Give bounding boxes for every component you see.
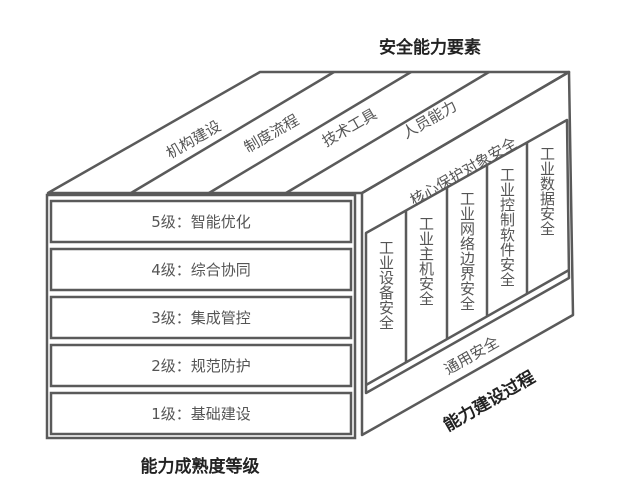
column-control-software-security: 工业控制软件安全 <box>498 167 516 287</box>
level-2-label: 2级：规范防护 <box>151 357 251 375</box>
level-3: 3级：集成管控 <box>49 295 353 340</box>
title-build-process: 能力建设过程 <box>440 367 539 436</box>
level-4: 4级：综合协同 <box>49 247 353 292</box>
column-device-security: 工业设备安全 <box>377 240 395 330</box>
top-divider <box>130 70 335 195</box>
level-5: 5级：智能优化 <box>49 199 353 244</box>
inner-panel <box>364 118 571 395</box>
column-host-security: 工业主机安全 <box>417 216 435 306</box>
level-1-label: 1级：基础建设 <box>151 405 251 423</box>
columns-bottom <box>365 268 570 387</box>
level-1: 1级：基础建设 <box>49 391 353 436</box>
title-security-elements: 安全能力要素 <box>379 37 481 58</box>
level-5-label: 5级：智能优化 <box>151 213 251 231</box>
level-2: 2级：规范防护 <box>49 343 353 388</box>
column-network-boundary-security: 工业网络边界安全 <box>458 191 476 311</box>
right-face <box>360 70 575 437</box>
column-data-security: 工业数据安全 <box>538 146 556 236</box>
title-maturity-levels: 能力成熟度等级 <box>141 456 260 477</box>
top-divider <box>208 70 412 195</box>
level-3-label: 3级：集成管控 <box>151 309 251 327</box>
top-divider <box>285 70 490 195</box>
element-process: 制度流程 <box>241 111 302 157</box>
level-4-label: 4级：综合协同 <box>151 261 251 279</box>
